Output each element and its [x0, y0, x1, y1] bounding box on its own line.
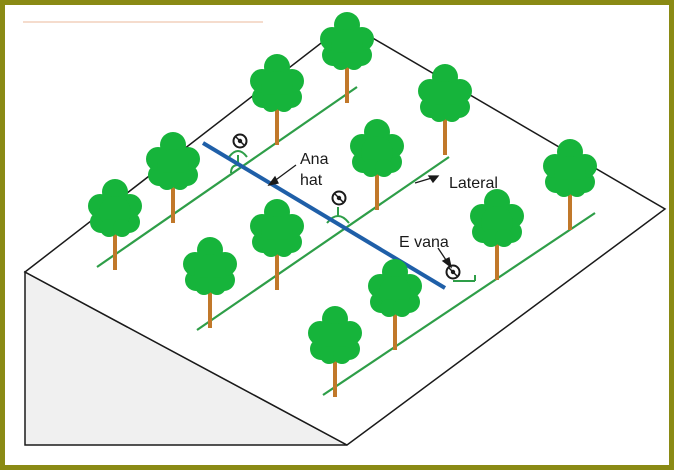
- valve-icon: [232, 133, 248, 149]
- lateral-line: [96, 86, 358, 268]
- valve-label: E vana: [399, 234, 449, 251]
- label-arrows: [267, 164, 453, 269]
- valve-icon: [445, 264, 461, 280]
- lateral-line: [196, 156, 450, 331]
- lateral-lines: [96, 86, 596, 396]
- lateral-label: Lateral: [449, 175, 498, 192]
- main-pipe-label-line1: Ana: [300, 151, 329, 168]
- valve-icon: [331, 190, 347, 206]
- main-pipe-label-line2: hat: [300, 172, 323, 189]
- drip-irrigation-diagram: Ana hat Lateral E vana: [23, 12, 667, 446]
- lateral-line: [322, 212, 596, 396]
- field-surface: [23, 22, 667, 446]
